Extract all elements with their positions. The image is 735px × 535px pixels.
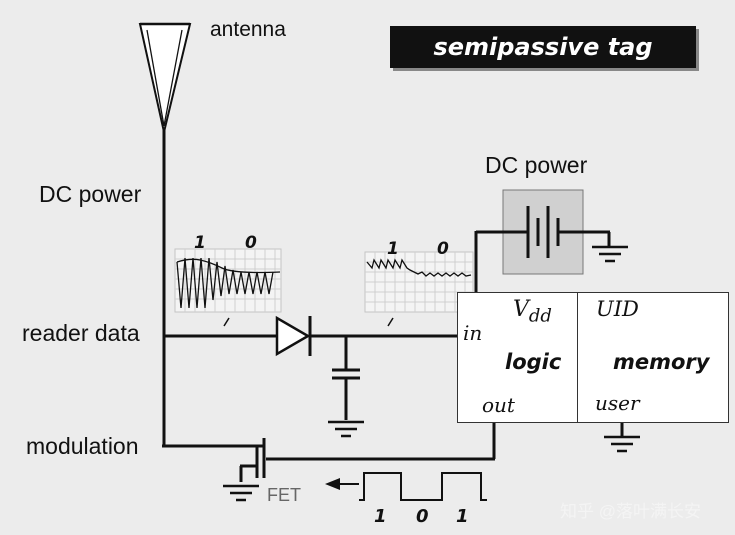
scope-left-bit-1: 1 <box>194 233 206 253</box>
ground-icon <box>328 420 364 438</box>
antenna-icon <box>138 22 192 133</box>
chip-vdd-label: Vdd <box>513 297 552 327</box>
antenna-wire <box>162 130 277 448</box>
probe-tick-left <box>223 317 230 327</box>
diagram-title: semipassive tag <box>390 26 696 68</box>
output-wire <box>266 421 496 461</box>
chip-memory-label: memory <box>613 350 710 374</box>
reader-data-label: reader data <box>22 320 140 346</box>
dc-power-label: DC power <box>39 181 142 207</box>
fet-label: FET <box>267 485 301 505</box>
bit-label: 1 <box>374 506 387 527</box>
ground-icon <box>223 484 259 502</box>
bit-label: 0 <box>416 506 429 527</box>
chip-out-label: out <box>482 393 515 417</box>
battery-label: DC power <box>485 152 588 178</box>
diode-icon <box>275 315 312 357</box>
battery-icon <box>476 189 610 275</box>
watermark: 知乎 @落叶满长安 <box>560 502 701 521</box>
probe-tick-right <box>387 317 394 327</box>
capacitor-icon <box>332 336 360 420</box>
chip-divider <box>577 292 578 422</box>
waveform-scope-right <box>364 251 474 313</box>
arrow-left-icon <box>325 478 359 490</box>
bit-label: 1 <box>456 506 469 527</box>
antenna-label: antenna <box>210 18 286 41</box>
chip-user-label: user <box>595 391 640 415</box>
scope-right-bit-0: 0 <box>437 239 449 259</box>
bit-stream-waveform <box>359 472 487 501</box>
chip-uid-label: UID <box>596 297 639 321</box>
chip-logic-label: logic <box>505 350 562 374</box>
ground-icon <box>592 245 628 263</box>
chip-in-label: in <box>463 321 483 345</box>
ground-icon <box>604 435 640 453</box>
fet-transistor-icon <box>239 438 266 482</box>
scope-left-bit-0: 0 <box>245 233 257 253</box>
modulation-label: modulation <box>26 433 139 459</box>
waveform-scope-left <box>174 248 282 313</box>
tag-chip <box>457 292 729 423</box>
scope-right-bit-1: 1 <box>387 239 399 259</box>
